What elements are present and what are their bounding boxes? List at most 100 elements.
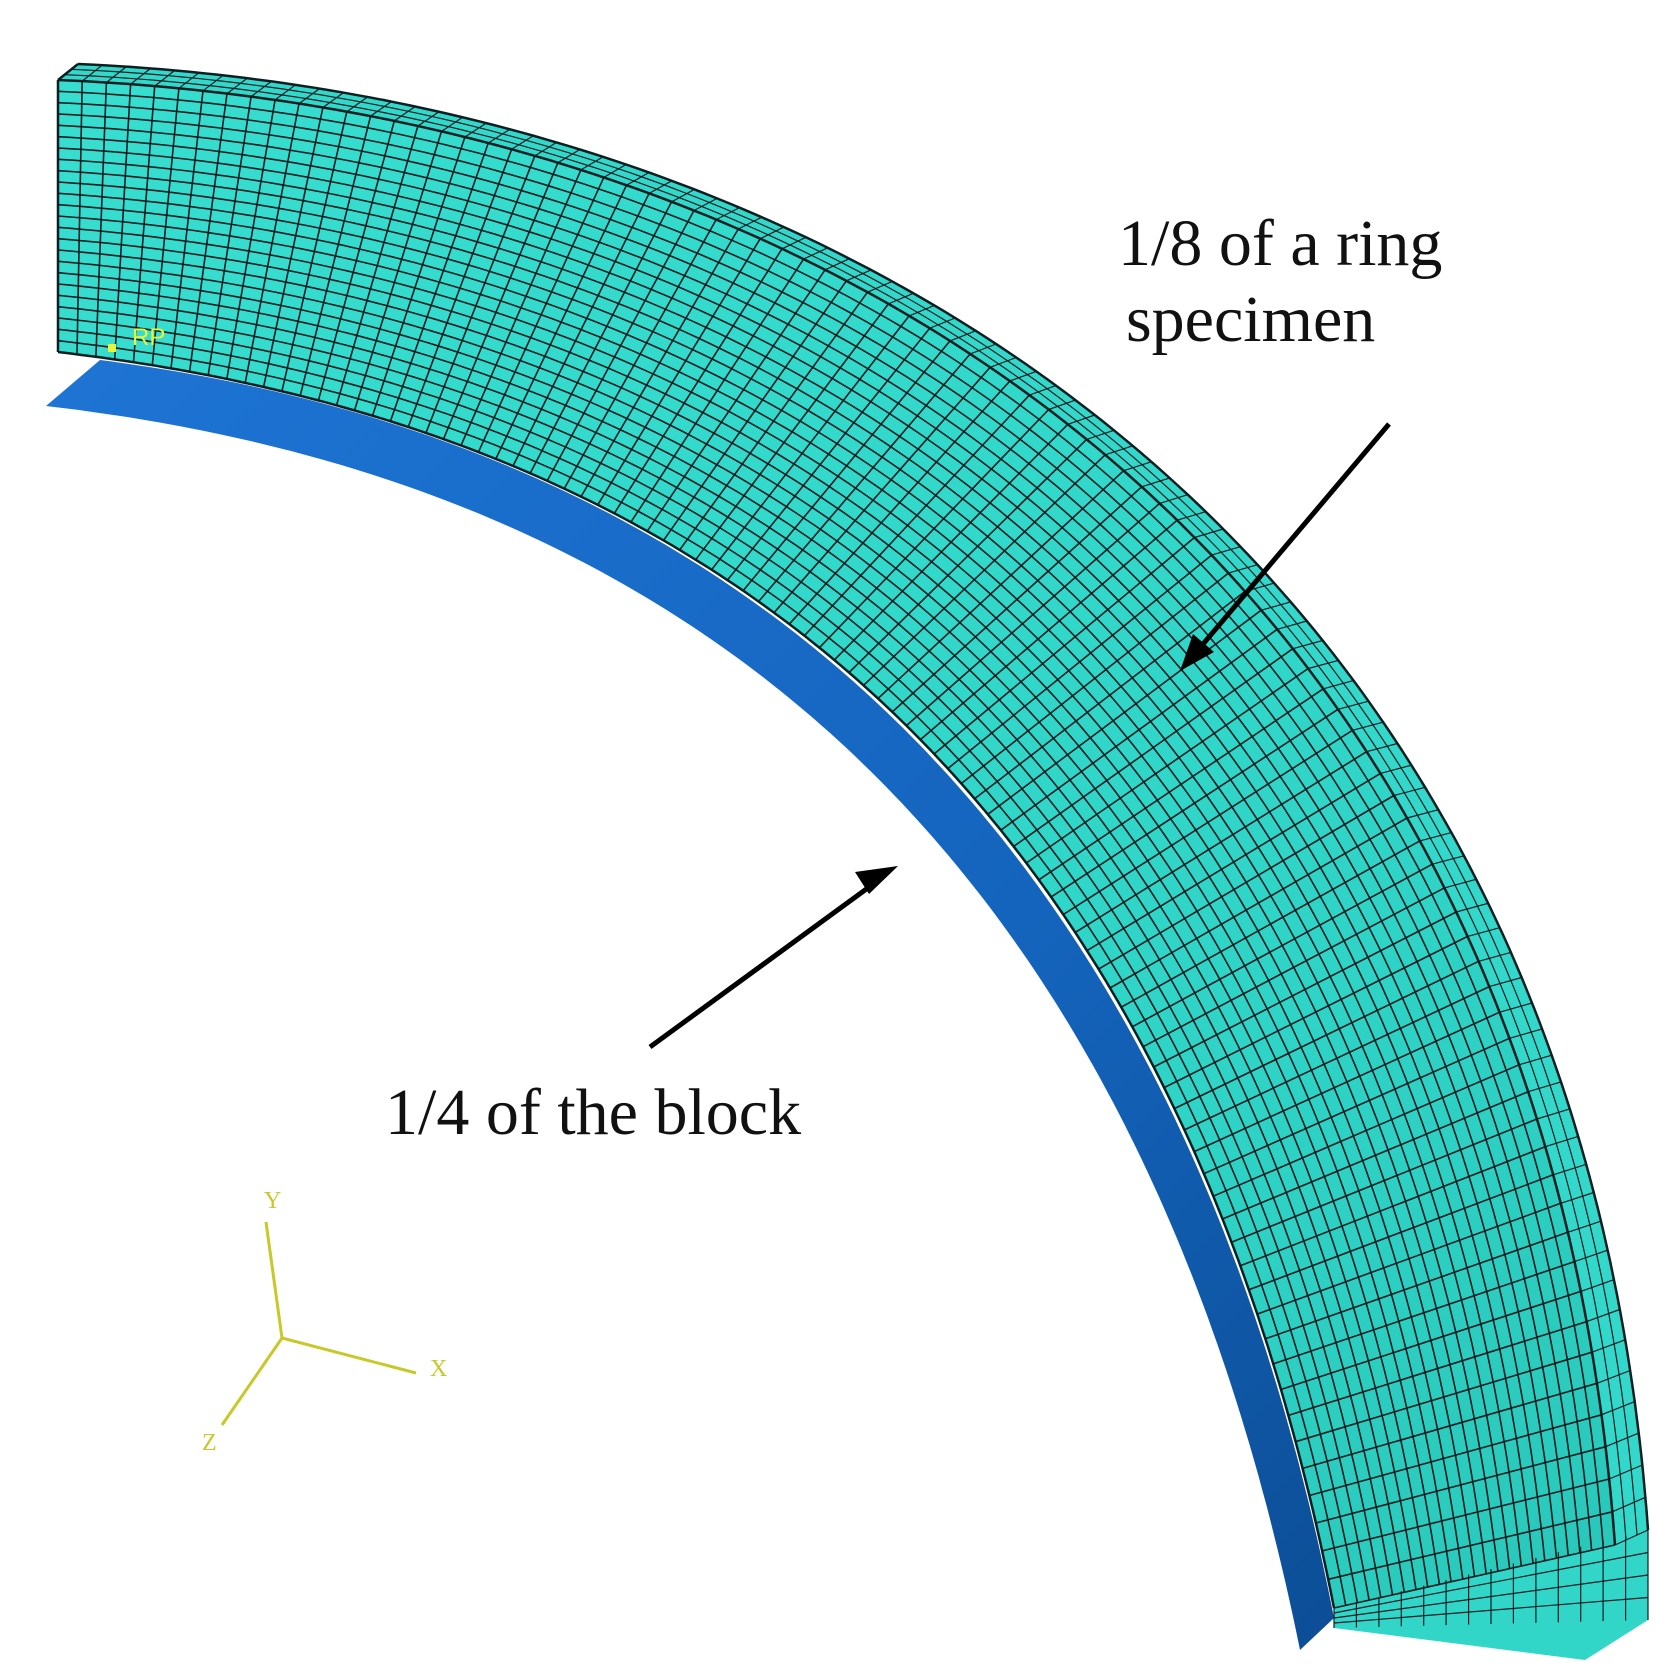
rp-marker — [108, 344, 116, 352]
mesh-side-line — [1323, 680, 1354, 690]
mesh-tangential-line — [57, 113, 1581, 1553]
mesh-side-line — [1605, 1432, 1639, 1448]
mesh-side-line — [969, 343, 997, 355]
mesh-side-line — [393, 106, 416, 122]
mesh-side-line — [81, 64, 103, 82]
mesh-side-line — [1567, 1220, 1602, 1233]
mesh-tangential-line — [57, 237, 1452, 1582]
mesh-side-line — [867, 280, 893, 293]
mesh-end-line — [1333, 1596, 1649, 1624]
mesh-side-line — [64, 74, 1627, 1541]
axis-x-label: X — [430, 1356, 448, 1382]
mesh-side-line — [1591, 1339, 1626, 1353]
mesh-side-line — [1586, 1308, 1621, 1323]
mesh-side-line — [1141, 477, 1170, 488]
mesh-side-line — [322, 92, 344, 108]
mesh-side-line — [693, 197, 718, 212]
mesh-side-line — [1478, 951, 1511, 962]
mesh-side-line — [1444, 878, 1477, 889]
mesh-end-line — [1333, 1574, 1649, 1619]
mesh-tangential-line — [57, 192, 1499, 1572]
mesh-side-line — [1608, 1464, 1643, 1480]
mesh-side-line — [1380, 764, 1412, 774]
mesh-side-line — [1308, 659, 1339, 670]
mesh-side-line — [1536, 1108, 1570, 1120]
mesh-side-line — [1194, 528, 1224, 539]
mesh-side-line — [715, 207, 740, 221]
mesh-side-line — [1067, 414, 1095, 425]
ring-top-mesh — [57, 80, 1616, 1609]
mesh-tangential-line — [57, 339, 1347, 1606]
mesh-side-line — [1601, 1401, 1635, 1416]
mesh-side-line — [1123, 461, 1152, 472]
mesh-tangential-line — [57, 135, 1558, 1559]
mesh-side-line — [824, 258, 850, 271]
mesh-tangential-line — [57, 90, 1605, 1548]
mesh-side-line — [1029, 385, 1057, 396]
mesh-side-line — [759, 226, 785, 240]
mesh-tangential-line — [57, 158, 1534, 1564]
mesh-side-line — [487, 128, 511, 144]
mesh-side-line — [671, 188, 695, 203]
ring-end-mesh — [1333, 1530, 1649, 1628]
mesh-side-line — [202, 74, 224, 92]
mesh-side-line — [274, 84, 296, 101]
mesh-side-line — [1393, 786, 1426, 797]
mesh-tangential-line — [57, 317, 1370, 1601]
mesh-side-line — [989, 356, 1017, 368]
mesh-side-line — [781, 236, 807, 250]
mesh-side-line — [1467, 927, 1500, 937]
mesh-side-line — [71, 68, 1638, 1536]
mesh-side-line — [1105, 445, 1133, 456]
mesh-side-line — [1337, 700, 1369, 710]
mesh-side-line — [1580, 1279, 1615, 1292]
mesh-side-line — [154, 69, 176, 87]
mesh-side-line — [626, 171, 650, 186]
mesh-tangential-line — [57, 271, 1417, 1590]
block-label: 1/4 of the block — [385, 1076, 802, 1149]
mesh-tangential-line — [57, 169, 1523, 1567]
mesh-side-line — [1406, 809, 1439, 819]
axis-triad — [220, 1221, 417, 1426]
mesh-side-line — [1456, 902, 1489, 913]
ring-label-line-1: 1/8 of a ring — [1118, 207, 1443, 280]
mesh-tangential-line — [57, 215, 1476, 1577]
mesh-side-line — [441, 116, 464, 132]
mesh-tangential-line — [57, 260, 1429, 1588]
mesh-side-line — [1545, 1135, 1579, 1148]
mesh-side-line — [1228, 564, 1258, 574]
mesh-side-line — [1574, 1249, 1608, 1263]
mesh-side-line — [1499, 1002, 1533, 1013]
mesh-end-line — [1333, 1551, 1649, 1614]
mesh-side-line — [298, 88, 320, 105]
mesh-side-line — [1261, 601, 1291, 611]
mesh-side-line — [949, 330, 976, 342]
mesh-side-line — [1560, 1191, 1594, 1204]
mesh-tangential-line — [57, 249, 1441, 1585]
mesh-side-line — [178, 72, 200, 89]
mesh-side-line — [1509, 1028, 1543, 1039]
mesh-side-line — [1352, 721, 1384, 731]
mesh-tangential-line — [57, 124, 1569, 1556]
mesh-side-line — [1528, 1081, 1562, 1093]
mesh-side-line — [1553, 1163, 1587, 1176]
mesh-side-line — [250, 80, 272, 98]
mesh-side-line — [1292, 639, 1323, 650]
mesh-side-line — [557, 148, 581, 164]
mesh-side-line — [1432, 855, 1465, 865]
mesh-side-line — [908, 304, 935, 317]
mesh-side-line — [511, 135, 534, 150]
mesh-side-line — [417, 111, 440, 127]
arrow-ring — [1180, 422, 1391, 671]
mesh-side-line — [1009, 370, 1037, 382]
mesh-side-line — [1366, 742, 1398, 753]
mesh-side-line — [1177, 511, 1206, 521]
mesh-side-line — [1419, 832, 1452, 842]
mesh-side-line — [803, 247, 828, 260]
mesh-side-line — [1159, 494, 1188, 504]
ring-specimen-label: 1/8 of a ring specimen — [1118, 206, 1442, 358]
mesh-side-line — [846, 269, 872, 282]
mesh-side-line — [580, 156, 604, 171]
mesh-side-line — [603, 163, 627, 178]
